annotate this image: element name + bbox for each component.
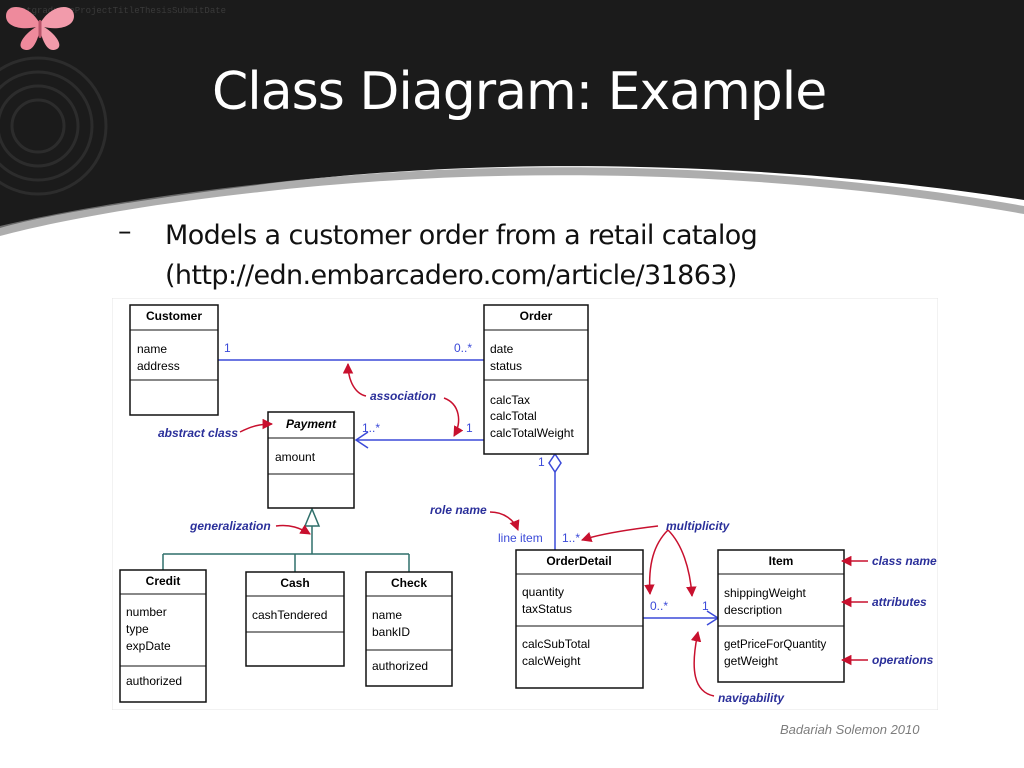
class-attribute: type xyxy=(126,622,149,636)
butterfly-icon xyxy=(6,6,74,51)
class-orderdetail: OrderDetail quantity taxStatus calcSubTo… xyxy=(515,549,644,689)
class-item: Item shippingWeight description getPrice… xyxy=(717,549,845,683)
class-operation: getWeight xyxy=(724,654,778,668)
multiplicity-label: 1 xyxy=(466,421,473,435)
header-meta: PostgraduateProjectTitleThesisSubmitDate xyxy=(10,6,226,17)
multiplicity-label: 1..* xyxy=(362,421,380,435)
multiplicity-label: 1..* xyxy=(562,531,580,545)
bullet-marker: – xyxy=(118,216,132,247)
payment-navigability-arrow xyxy=(354,431,369,449)
class-name: Item xyxy=(769,554,794,568)
class-name: Cash xyxy=(280,576,309,590)
annotation-labels: association abstract class generalizatio… xyxy=(158,389,937,705)
footer-credit: Badariah Solemon 2010 xyxy=(780,722,920,737)
class-attribute: quantity xyxy=(522,585,564,599)
multiplicity-label: 0..* xyxy=(454,341,472,355)
class-name: Payment xyxy=(286,417,337,431)
multiplicity-label: 1 xyxy=(702,599,709,613)
class-attribute: name xyxy=(137,342,167,356)
class-credit: Credit number type expDate authorized xyxy=(119,569,207,703)
annotation-abstract-class: abstract class xyxy=(158,426,238,440)
slide-header: PostgraduateProjectTitleThesisSubmitDate… xyxy=(0,0,1024,240)
annotation-class-name: class name xyxy=(872,554,937,568)
multiplicity-label: 1 xyxy=(224,341,231,355)
class-payment: Payment amount xyxy=(267,411,355,509)
class-attribute: cashTendered xyxy=(252,608,327,622)
class-name: OrderDetail xyxy=(546,554,611,568)
annotation-navigability: navigability xyxy=(718,691,785,705)
class-attribute: bankID xyxy=(372,625,410,639)
class-attribute: description xyxy=(724,603,782,617)
class-name: Order xyxy=(520,309,553,323)
class-operation: calcTax xyxy=(490,393,530,407)
bullet-text: Models a customer order from a retail ca… xyxy=(165,216,758,296)
multiplicity-label: 1 xyxy=(538,455,545,469)
class-attribute: address xyxy=(137,359,180,373)
meta-line: PostgraduateProjectTitleThesisSubmitDate xyxy=(10,6,227,16)
generalization-triangle xyxy=(303,507,321,527)
class-attribute: name xyxy=(372,608,402,622)
class-name: Customer xyxy=(146,309,202,323)
class-customer: Customer name address xyxy=(129,304,219,416)
class-cash: Cash cashTendered xyxy=(245,571,345,667)
class-attribute: number xyxy=(126,605,167,619)
class-operation: calcTotalWeight xyxy=(490,426,574,440)
slide-title: Class Diagram: Example xyxy=(212,62,827,122)
class-operation: authorized xyxy=(372,659,428,673)
role-name-label: line item xyxy=(498,531,543,545)
class-name: Credit xyxy=(146,574,181,588)
header-background xyxy=(0,0,1024,236)
class-check: Check name bankID authorized xyxy=(365,571,453,687)
class-operation: authorized xyxy=(126,674,182,688)
class-order: Order date status calcTax calcTotal calc… xyxy=(483,304,589,455)
class-name: Check xyxy=(391,576,427,590)
class-attribute: amount xyxy=(275,450,316,464)
annotation-operations: operations xyxy=(872,653,934,667)
class-diagram: Customer name address Order date status … xyxy=(112,298,938,710)
class-operation: calcTotal xyxy=(490,409,537,423)
multiplicity-labels: 1 0..* 1..* 1 1 1..* 0..* 1 line item xyxy=(224,341,709,613)
class-attribute: taxStatus xyxy=(522,602,572,616)
annotation-role-name: role name xyxy=(430,503,487,517)
bullet-line: (http://edn.embarcadero.com/article/3186… xyxy=(165,260,737,291)
generalization-tree xyxy=(162,526,410,572)
annotation-generalization: generalization xyxy=(189,519,271,533)
class-operation: calcWeight xyxy=(522,654,581,668)
annotation-association: association xyxy=(370,389,436,403)
annotation-multiplicity: multiplicity xyxy=(666,519,731,533)
annotation-attributes: attributes xyxy=(872,595,927,609)
bullet-line: Models a customer order from a retail ca… xyxy=(165,220,758,251)
class-operation: calcSubTotal xyxy=(522,637,590,651)
class-attribute: shippingWeight xyxy=(724,586,806,600)
class-attribute: status xyxy=(490,359,522,373)
class-operation: getPriceForQuantity xyxy=(724,639,827,651)
class-attribute: date xyxy=(490,342,514,356)
multiplicity-label: 0..* xyxy=(650,599,668,613)
class-attribute: expDate xyxy=(126,639,171,653)
annotation-arrows xyxy=(239,362,869,697)
